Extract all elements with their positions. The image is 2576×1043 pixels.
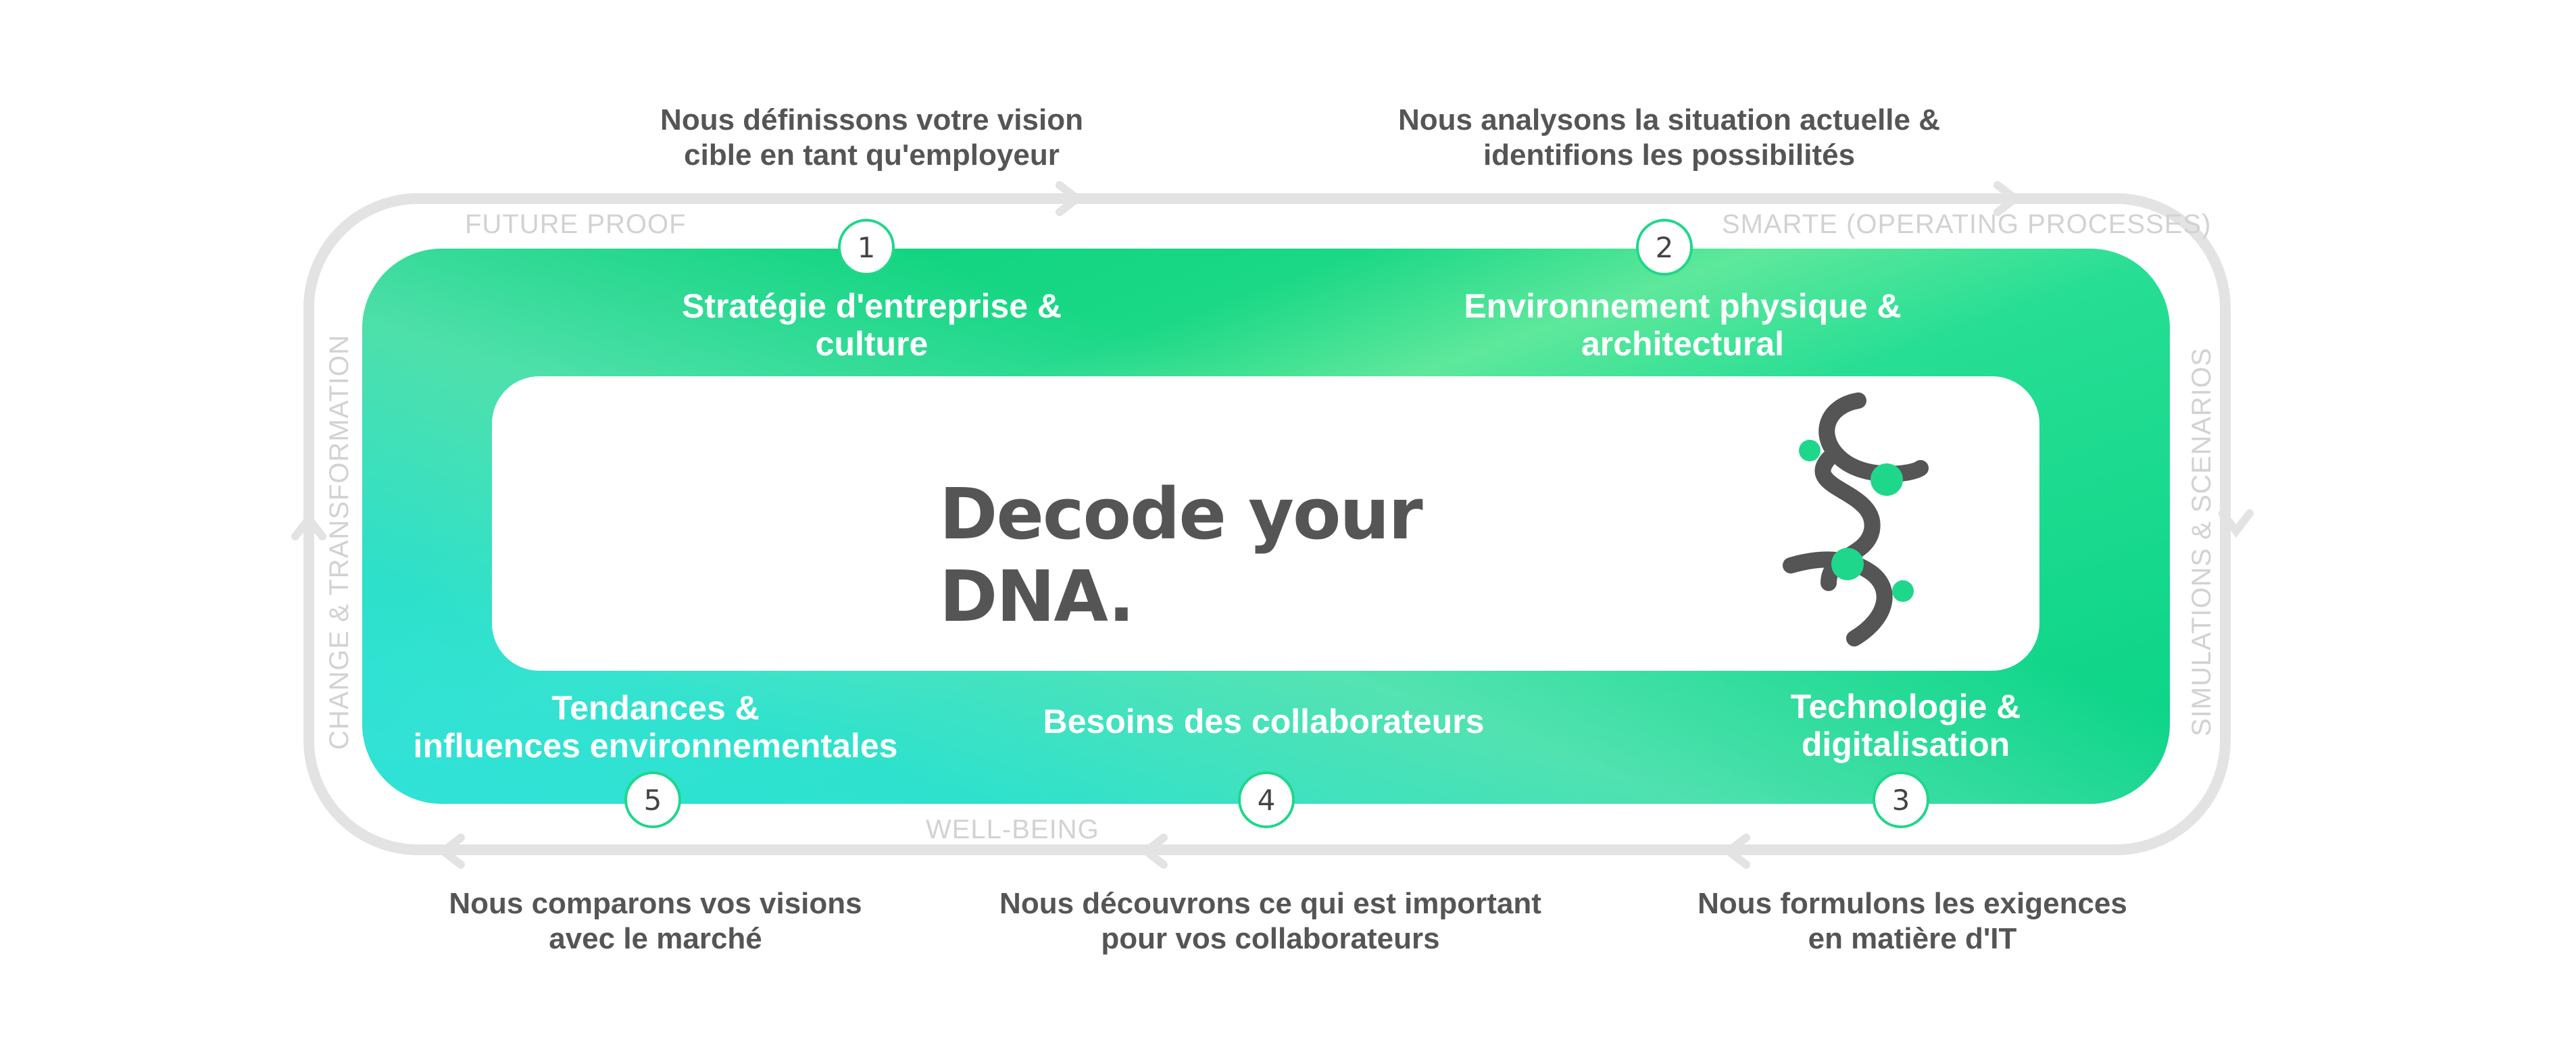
track-label-well-being: WELL-BEING: [926, 815, 1099, 844]
track-label-change: CHANGE & TRANSFORMATION: [324, 334, 354, 750]
arrow-left-icon: [437, 834, 465, 869]
arrow-right-icon: [1056, 181, 1084, 216]
bottom-note-step-3: Nous formulons les exigences en matière …: [1698, 887, 2127, 955]
step-number-5: 5: [624, 771, 681, 828]
track-label-smarte: SMARTE (OPERATING PROCESSES): [1722, 209, 2212, 239]
bottom-note-step-5: Nous comparons vos visions avec le march…: [449, 887, 862, 955]
arrow-left-icon: [1722, 834, 1750, 869]
arrow-left-icon: [1139, 834, 1168, 869]
headline: Decode your DNA.: [939, 473, 1423, 638]
step-label-1: Stratégie d'entreprise & culture: [681, 287, 1062, 363]
arrow-down-icon: [2219, 509, 2254, 538]
step-label-3: Technologie & digitalisation: [1790, 688, 2021, 763]
top-note-step-2: Nous analysons la situation actuelle & i…: [1398, 103, 1940, 172]
track-label-future-proof: FUTURE PROOF: [465, 209, 687, 239]
step-number-3: 3: [1873, 771, 1929, 828]
step-label-2: Environnement physique & architectural: [1464, 287, 1902, 363]
step-number-2: 2: [1636, 219, 1693, 276]
arrow-right-icon: [1993, 181, 2022, 216]
step-number-1: 1: [838, 219, 895, 276]
arrow-up-icon: [291, 512, 326, 540]
step-label-5: Tendances & influences environnementales: [413, 689, 898, 765]
bottom-note-step-4: Nous découvrons ce qui est important pou…: [999, 887, 1541, 955]
center-panel: [492, 376, 2039, 671]
track-label-simulations: SIMULATIONS & SCENARIOS: [2187, 347, 2216, 736]
step-label-4: Besoins des collaborateurs: [1043, 703, 1485, 740]
step-number-4: 4: [1238, 771, 1295, 828]
top-note-step-1: Nous définissons votre vision cible en t…: [660, 103, 1083, 172]
dna-helix-icon: [1783, 392, 1929, 646]
